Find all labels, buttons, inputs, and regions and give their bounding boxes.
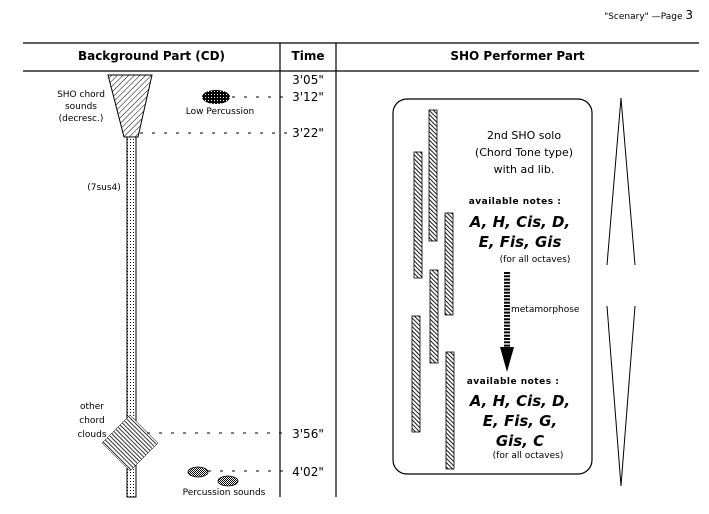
piece-title: "Scenary" <box>604 12 649 22</box>
tone-bar <box>428 109 438 242</box>
notes-line: E, Fis, Gis <box>478 233 562 251</box>
sho-chord-decrescendo-shape <box>107 74 153 138</box>
column-header-performer: SHO Performer Part <box>450 49 585 63</box>
sho-chord-line: SHO chord <box>57 90 105 100</box>
notes-line: Gis, C <box>495 432 545 450</box>
available-notes-label-1: available notes : <box>468 197 562 207</box>
header-dash: — <box>651 12 661 22</box>
tone-bar <box>429 269 439 364</box>
solo-description: 2nd SHO solo (Chord Tone type) with ad l… <box>465 127 583 178</box>
page-header: "Scenary" —Page 3 <box>604 8 693 22</box>
tone-bar <box>445 351 455 470</box>
column-header-time: Time <box>291 49 325 63</box>
percussion-mark-2 <box>217 475 239 487</box>
available-notes-1: A, H, Cis, D, E, Fis, Gis <box>460 212 580 252</box>
low-percussion-mark <box>202 90 230 104</box>
time-label: 3'56" <box>292 427 324 441</box>
solo-line: (Chord Tone type) <box>474 146 574 159</box>
available-notes-label-2: available notes : <box>466 377 560 387</box>
other-chord-line: clouds <box>77 430 107 440</box>
chord-type-label: (7sus4) <box>87 183 121 193</box>
decrescendo-hairpin <box>606 305 636 487</box>
tone-bar <box>413 151 423 279</box>
page-number: 3 <box>685 8 693 22</box>
page-label: Page <box>660 12 683 22</box>
time-label: 3'05" <box>292 73 324 87</box>
column-header-background: Background Part (CD) <box>77 49 226 63</box>
percussion-sounds-label: Percussion sounds <box>182 488 266 498</box>
octaves-note-2: (for all octaves) <box>492 451 564 461</box>
low-percussion-label: Low Percussion <box>185 107 255 117</box>
available-notes-2: A, H, Cis, D, E, Fis, G, Gis, C <box>460 391 580 451</box>
sho-chord-line: (decresc.) <box>58 114 104 124</box>
other-chord-line: other <box>80 402 104 412</box>
metamorphose-arrow-head <box>500 347 514 372</box>
notes-line: A, H, Cis, D, <box>469 392 571 410</box>
performer-box <box>392 98 593 475</box>
sho-chord-line: sounds <box>64 102 97 112</box>
notes-line: A, H, Cis, D, <box>469 213 571 231</box>
tone-bar <box>444 212 454 316</box>
percussion-mark-1 <box>187 466 209 478</box>
octaves-note-1: (for all octaves) <box>499 255 571 265</box>
chord-clouds-diamond <box>101 414 159 472</box>
solo-line: with ad lib. <box>493 163 555 176</box>
other-chord-label: other chord clouds <box>70 400 114 442</box>
sho-chord-label: SHO chord sounds (decresc.) <box>56 89 106 125</box>
crescendo-hairpin <box>606 97 636 266</box>
time-label: 3'12" <box>292 90 324 104</box>
time-label: 4'02" <box>292 465 324 479</box>
time-label: 3'22" <box>292 126 324 140</box>
tone-bar <box>411 315 421 433</box>
metamorphose-label: metamorphose <box>511 305 580 315</box>
solo-line: 2nd SHO solo <box>486 129 562 142</box>
other-chord-line: chord <box>79 416 105 426</box>
notes-line: E, Fis, G, <box>482 412 558 430</box>
